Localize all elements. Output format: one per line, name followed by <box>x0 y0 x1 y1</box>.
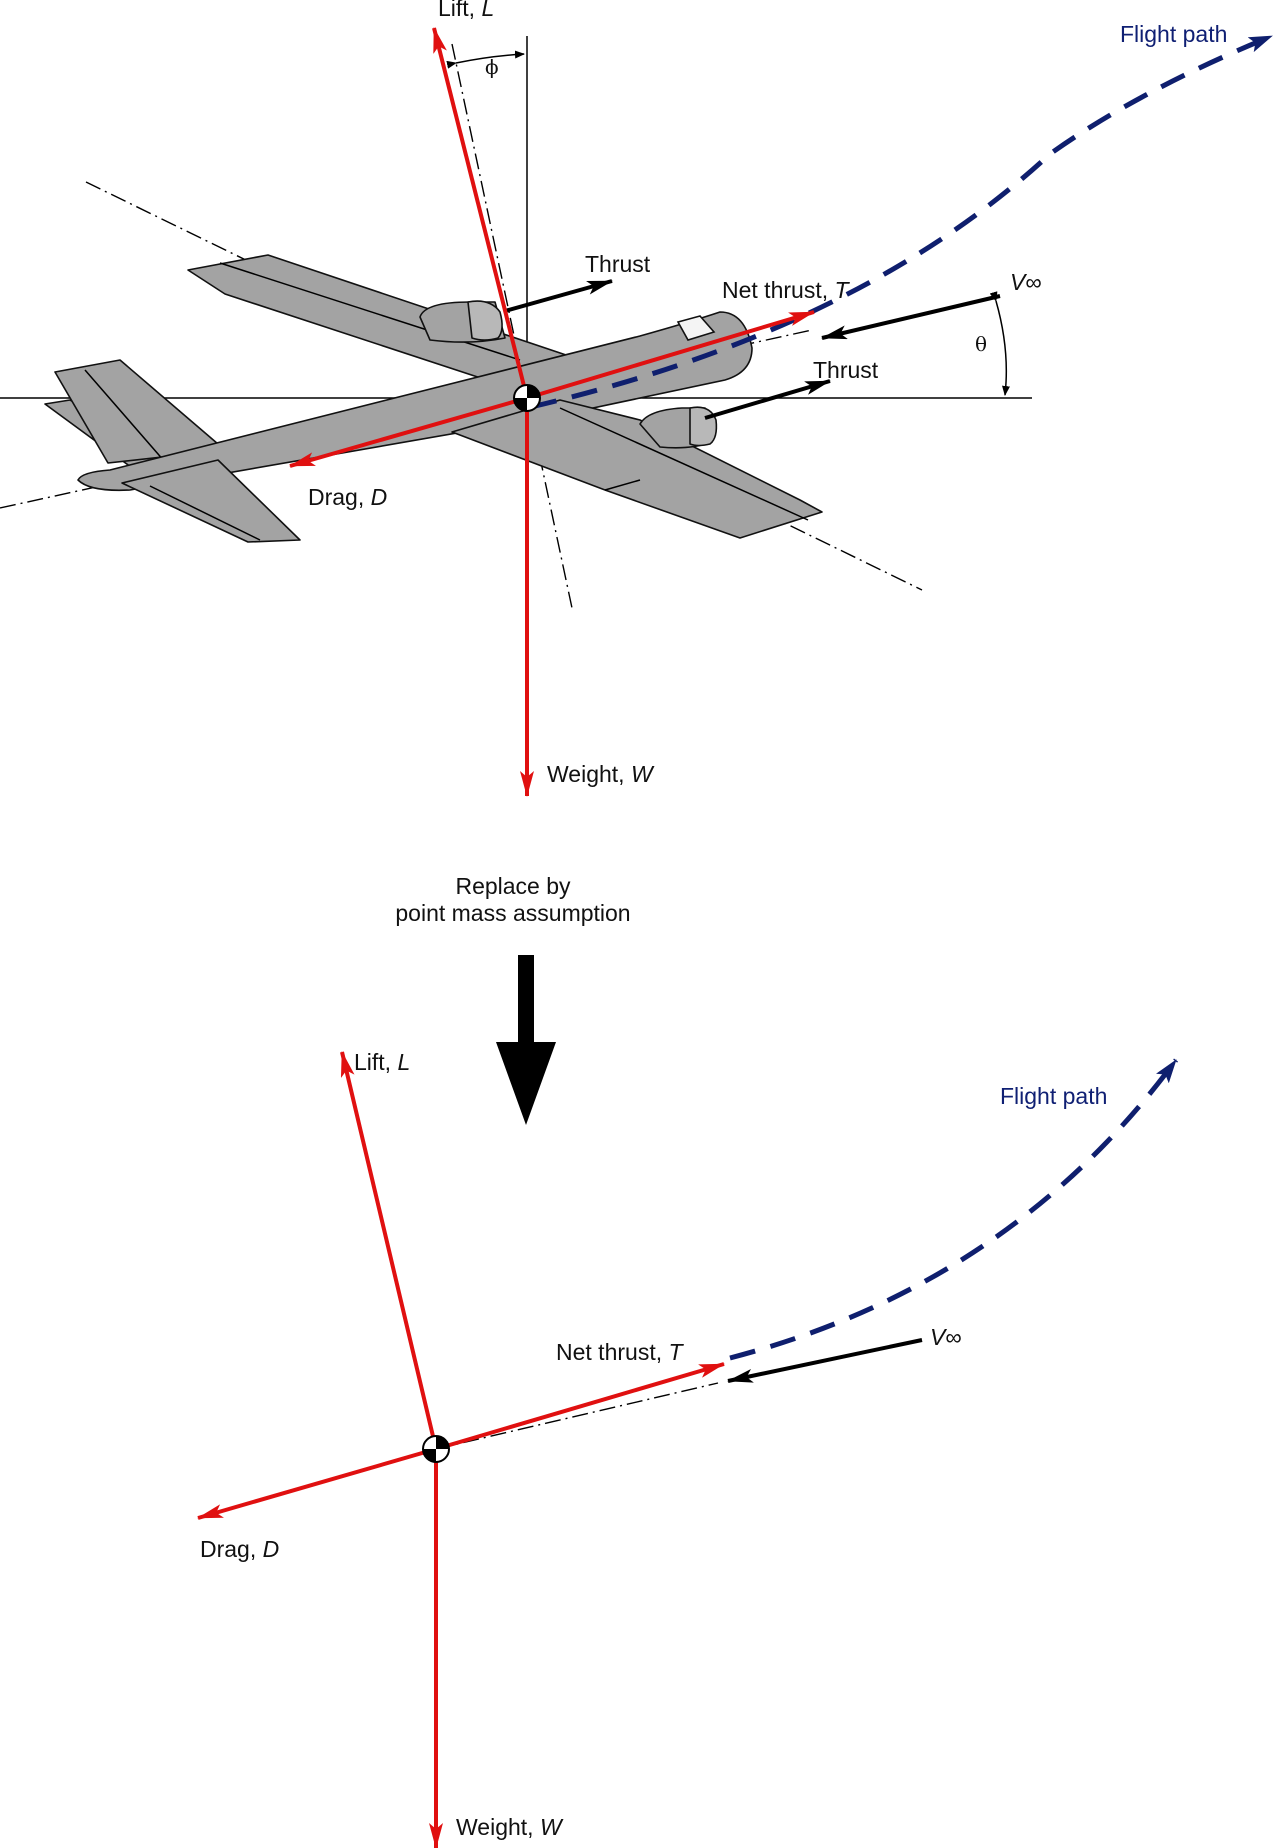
replace-text-line2: point mass assumption <box>395 900 630 926</box>
flight-path-curve-bottom <box>729 1058 1179 1361</box>
lift-label-top: Lift, L <box>438 0 494 21</box>
top-diagram: Lift, L ϕ Flight path Thrust Net thrust,… <box>0 0 1273 797</box>
theta-label: θ <box>975 332 987 356</box>
replace-text-line1: Replace by <box>455 873 571 899</box>
net-thrust-label-bottom: Net thrust, T <box>556 1339 684 1365</box>
net-thrust-vector-bottom <box>435 1362 725 1451</box>
weight-label-top: Weight, W <box>547 761 655 787</box>
phi-angle-arc <box>446 50 525 69</box>
thrust-upper-arrow <box>504 279 613 313</box>
drag-vector <box>289 396 528 468</box>
v-infinity-arrow-bottom <box>727 1338 923 1383</box>
thrust-axis-extension <box>435 1382 719 1450</box>
v-infinity-arrow <box>821 294 1001 340</box>
replace-down-arrow <box>496 955 556 1125</box>
phi-label: ϕ <box>485 55 499 79</box>
theta-angle-arc <box>989 291 1010 396</box>
flight-path-label-bottom: Flight path <box>1000 1083 1107 1109</box>
weight-label-bottom: Weight, W <box>456 1814 564 1840</box>
drag-label-bottom: Drag, D <box>200 1536 279 1562</box>
wing-axis-line <box>85 181 923 591</box>
v-infinity-label-top: V∞ <box>1010 269 1042 295</box>
aircraft <box>44 254 823 543</box>
transition-section: Replace by point mass assumption <box>395 873 631 1125</box>
net-thrust-vector <box>526 310 815 400</box>
tilted-lift-axis-line <box>451 43 573 609</box>
v-infinity-label-bottom: V∞ <box>930 1324 962 1350</box>
near-horizontal-tail <box>121 459 301 543</box>
thrust-lower-arrow <box>704 379 831 420</box>
lift-label-bottom: Lift, L <box>354 1049 410 1075</box>
flight-path-curve <box>530 33 1273 410</box>
thrust-lower-label: Thrust <box>813 357 879 383</box>
lift-vector <box>432 27 529 399</box>
drag-vector-bottom <box>197 1447 437 1520</box>
thrust-upper-label: Thrust <box>585 251 651 277</box>
cockpit-window <box>676 315 716 341</box>
net-thrust-label-top: Net thrust, T <box>722 277 850 303</box>
center-of-gravity-symbol-bottom <box>422 1435 450 1463</box>
center-of-gravity-symbol <box>513 384 541 412</box>
bottom-diagram: Lift, L Flight path V∞ Net thrust, T Dra… <box>197 1049 1179 1848</box>
near-wing <box>451 399 823 539</box>
flight-path-label-top: Flight path <box>1120 21 1227 47</box>
lift-vector-bottom <box>340 1051 438 1450</box>
drag-label-top: Drag, D <box>308 484 387 510</box>
fuselage <box>77 311 753 492</box>
